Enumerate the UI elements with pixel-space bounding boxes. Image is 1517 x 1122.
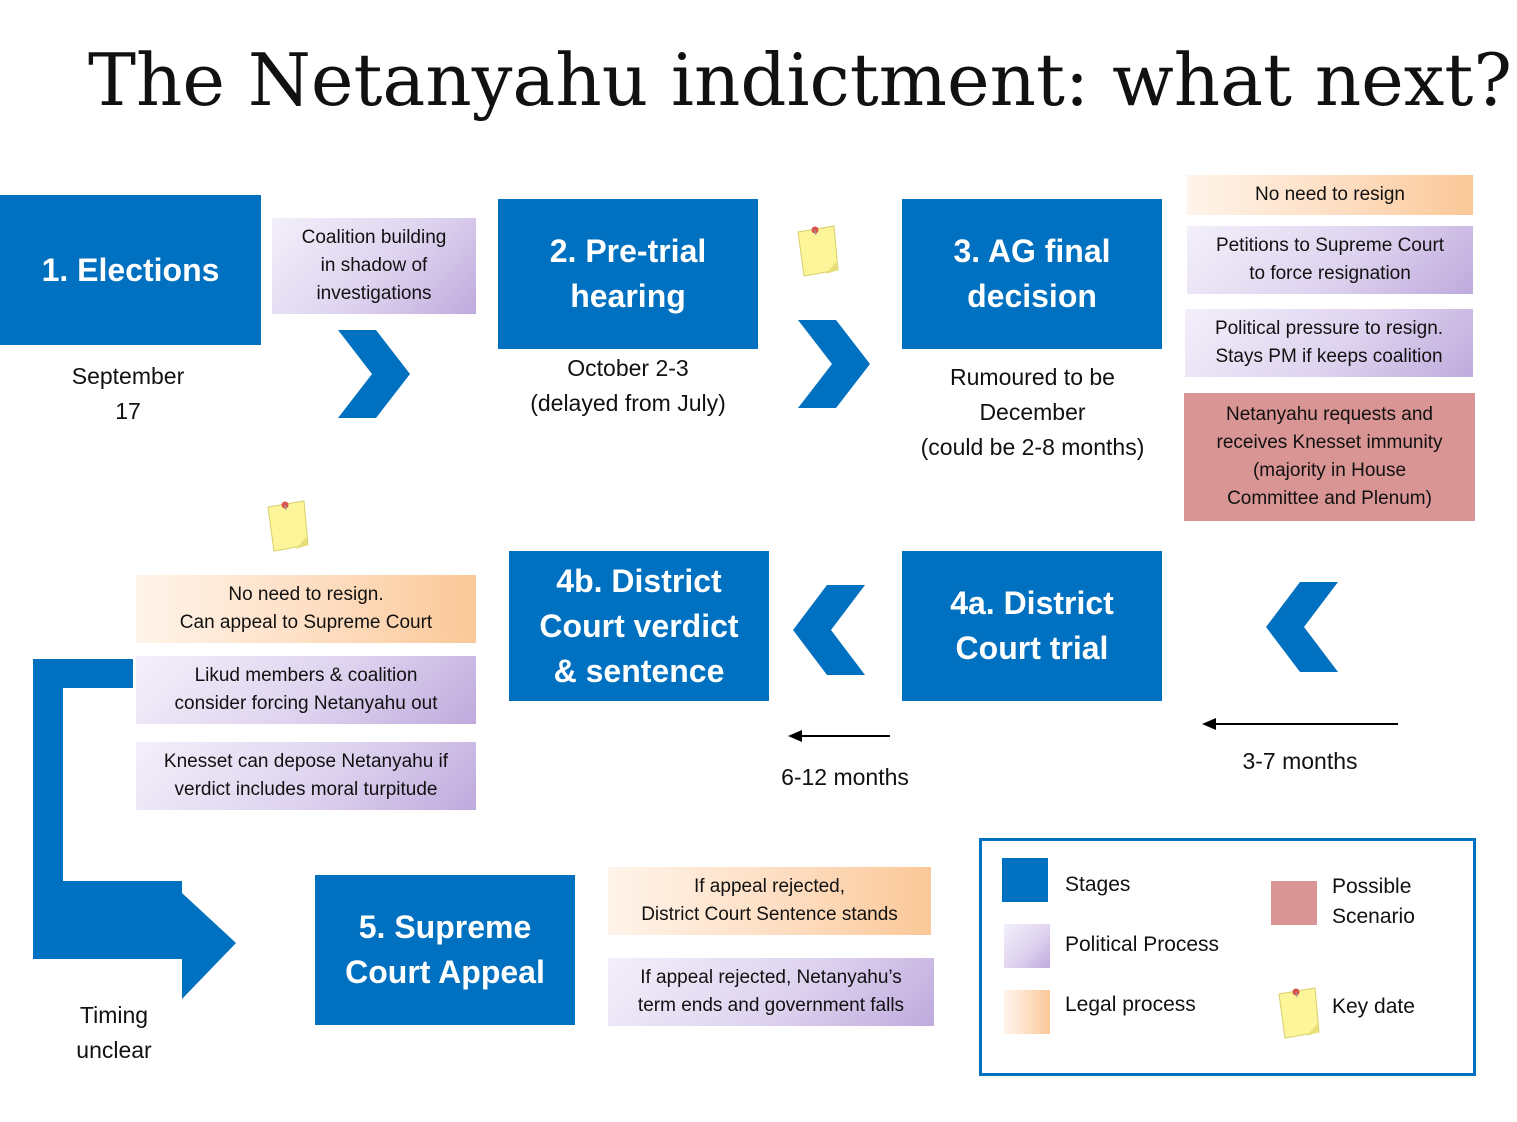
legend-swatch-stages — [1002, 858, 1048, 902]
stage-ag-final-decision: 3. AG final decision — [902, 199, 1162, 349]
note-likud-coalition: Likud members & coalition consider forci… — [136, 656, 476, 724]
legend-swatch-legal — [1004, 990, 1050, 1034]
legend-label-scenario: Possible Scenario — [1332, 875, 1415, 928]
legend-label-legal: Legal process — [1065, 993, 1196, 1016]
key-date-sticky-icon — [796, 222, 840, 283]
date-pretrial: October 2-3 (delayed from July) — [530, 355, 726, 416]
stage-district-court-trial: 4a. District Court trial — [902, 551, 1162, 701]
legend-swatch-political — [1004, 924, 1050, 968]
legend-label-political: Political Process — [1065, 933, 1220, 956]
note-political-pressure: Political pressure to resign. Stays PM i… — [1185, 309, 1473, 377]
note-appeal-rejected-legal: If appeal rejected, District Court Sente… — [608, 867, 931, 935]
note-appeal-rejected-political: If appeal rejected, Netanyahu’s term end… — [608, 958, 934, 1026]
bent-arrow-icon — [33, 659, 236, 999]
legend-label-key-date: Key date — [1332, 995, 1415, 1018]
note-knesset-immunity: Netanyahu requests and receives Knesset … — [1184, 393, 1475, 521]
duration-verdict: 6-12 months — [781, 764, 909, 790]
date-ag: Rumoured to be December (could be 2-8 mo… — [920, 364, 1145, 460]
stage-district-court-verdict: 4b. District Court verdict & sentence — [509, 551, 769, 701]
note-no-need-to-resign: No need to resign — [1187, 175, 1473, 215]
chevron-right-icon — [798, 320, 870, 408]
duration-trial: 3-7 months — [1242, 748, 1358, 774]
stage-pretrial-hearing: 2. Pre-trial hearing — [498, 199, 758, 349]
date-elections: September 17 — [71, 363, 185, 424]
note-petitions-supreme-court: Petitions to Supreme Court to force resi… — [1187, 226, 1473, 294]
key-date-sticky-icon — [266, 497, 310, 558]
note-knesset-depose: Knesset can depose Netanyahu if verdict … — [136, 742, 476, 810]
arrow-left-icon — [788, 730, 890, 742]
arrow-left-icon — [1202, 718, 1398, 730]
stage-supreme-court-appeal: 5. Supreme Court Appeal — [315, 875, 575, 1025]
legend-label-stages: Stages — [1065, 873, 1131, 896]
legend — [979, 838, 1476, 1076]
chevron-right-icon — [338, 330, 410, 418]
note-coalition-building: Coalition building in shadow of investig… — [272, 218, 476, 314]
stage-elections: 1. Elections — [0, 195, 261, 345]
date-appeal: Timing unclear — [76, 1002, 152, 1063]
legend-swatch-scenario — [1271, 881, 1317, 925]
chevron-left-icon — [793, 585, 865, 675]
note-no-need-resign-appeal: No need to resign. Can appeal to Supreme… — [136, 575, 476, 643]
chevron-left-icon — [1266, 582, 1338, 672]
page-title: The Netanyahu indictment: what next? — [88, 38, 1512, 122]
legend-sticky-icon — [1277, 984, 1321, 1045]
